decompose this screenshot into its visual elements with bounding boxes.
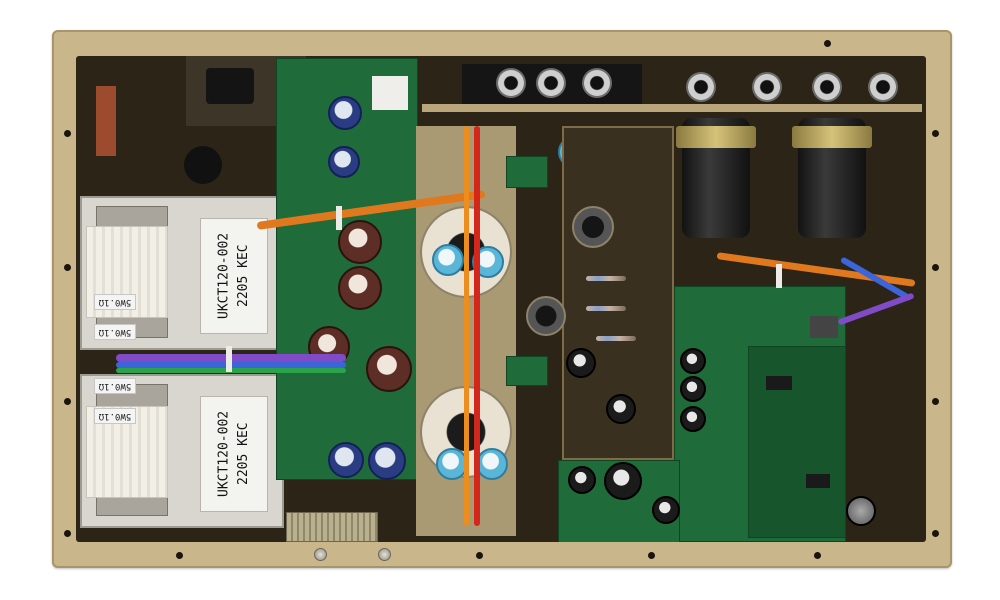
tube-socket-3 bbox=[572, 206, 614, 248]
psu-capacitor-4 bbox=[368, 442, 406, 480]
filter-capacitor-1 bbox=[338, 220, 382, 264]
speaker-terminal-1 bbox=[686, 72, 716, 102]
mounting-hole bbox=[814, 552, 821, 559]
wire-orange-vertical bbox=[464, 126, 469, 526]
psu-capacitor-1 bbox=[328, 96, 362, 130]
tray-resistor-3 bbox=[596, 336, 636, 341]
lower-capacitor-1 bbox=[568, 466, 596, 494]
psu-heatsink bbox=[286, 512, 378, 542]
mounting-hole bbox=[64, 530, 71, 537]
power-switch bbox=[96, 86, 116, 156]
bias-board-lower bbox=[506, 356, 548, 386]
transformer-upper-date: 2205 bbox=[236, 276, 251, 308]
tube-socket-4 bbox=[526, 296, 566, 336]
potentiometer-knob bbox=[846, 496, 876, 526]
mounting-hole bbox=[824, 40, 831, 47]
can-capacitor-left bbox=[676, 118, 756, 238]
rear-panel-strip bbox=[422, 104, 922, 112]
cable-tie-2 bbox=[336, 206, 342, 230]
control-capacitor-1 bbox=[680, 348, 706, 374]
filter-capacitor-4 bbox=[366, 346, 412, 392]
tray-capacitor-1 bbox=[566, 348, 596, 378]
mounting-hole bbox=[476, 552, 483, 559]
speaker-terminal-2 bbox=[752, 72, 782, 102]
wire-red-vertical bbox=[474, 126, 480, 526]
speaker-terminal-4 bbox=[868, 72, 898, 102]
fuse-holder bbox=[184, 146, 222, 184]
transformer-lower-date: 2205 bbox=[236, 454, 251, 486]
mounting-hole bbox=[932, 264, 939, 271]
mounting-hole bbox=[64, 130, 71, 137]
can-capacitor-right bbox=[792, 118, 872, 238]
chassis-screw bbox=[314, 548, 327, 561]
mounting-hole bbox=[648, 552, 655, 559]
mounting-hole bbox=[932, 398, 939, 405]
input-jack-2 bbox=[536, 68, 566, 98]
psu-capacitor-2 bbox=[328, 146, 360, 178]
mounting-hole bbox=[932, 530, 939, 537]
bias-board-upper bbox=[506, 156, 548, 188]
transformer-lower-label: UKCT120-002 2205 KEC bbox=[200, 396, 268, 512]
transformer-lower-maker: KEC bbox=[236, 422, 251, 447]
filter-capacitor-2 bbox=[338, 266, 382, 310]
chassis-screw bbox=[378, 548, 391, 561]
tray-capacitor-2 bbox=[606, 394, 636, 424]
tray-resistor-2 bbox=[586, 306, 626, 311]
can-capacitor-right-clamp bbox=[792, 126, 872, 148]
input-jack-3 bbox=[582, 68, 612, 98]
relay-component bbox=[810, 316, 838, 338]
transformer-upper-label: UKCT120-002 2205 KEC bbox=[200, 218, 268, 334]
transformer-upper-model: UKCT120-002 bbox=[216, 232, 232, 320]
can-capacitor-left-clamp bbox=[676, 126, 756, 148]
cement-resistor-1: 5W0.1Ω bbox=[94, 294, 136, 310]
psu-capacitor-3 bbox=[328, 442, 364, 478]
control-capacitor-2 bbox=[680, 376, 706, 402]
input-jack-1 bbox=[496, 68, 526, 98]
cable-tie-3 bbox=[776, 264, 782, 288]
mounting-hole bbox=[932, 130, 939, 137]
mounting-hole bbox=[64, 398, 71, 405]
coupling-capacitor-1 bbox=[432, 244, 464, 276]
psu-relay bbox=[372, 76, 408, 110]
control-pcb-right-section bbox=[748, 346, 846, 538]
cement-resistor-4: 5W0.1Ω bbox=[94, 408, 136, 424]
ic-chip-2 bbox=[806, 474, 830, 488]
wire-harness-right-purple bbox=[837, 292, 915, 326]
ic-chip-1 bbox=[766, 376, 792, 390]
coupling-capacitor-4 bbox=[476, 448, 508, 480]
lower-capacitor-2 bbox=[604, 462, 642, 500]
mounting-hole bbox=[64, 264, 71, 271]
speaker-terminal-3 bbox=[812, 72, 842, 102]
chassis-interior: UKCT120-002 2205 KEC UKCT120-002 2205 KE… bbox=[76, 56, 926, 542]
control-capacitor-3 bbox=[680, 406, 706, 432]
transformer-lower-model: UKCT120-002 bbox=[216, 410, 232, 498]
cement-resistor-2: 5W0.1Ω bbox=[94, 324, 136, 340]
cable-tie-1 bbox=[226, 346, 232, 372]
tray-resistor-1 bbox=[586, 276, 626, 281]
cement-resistor-3: 5W0.1Ω bbox=[94, 378, 136, 394]
lower-capacitor-3 bbox=[652, 496, 680, 524]
iec-inlet bbox=[206, 68, 254, 104]
mounting-hole bbox=[176, 552, 183, 559]
transformer-upper-maker: KEC bbox=[236, 244, 251, 269]
